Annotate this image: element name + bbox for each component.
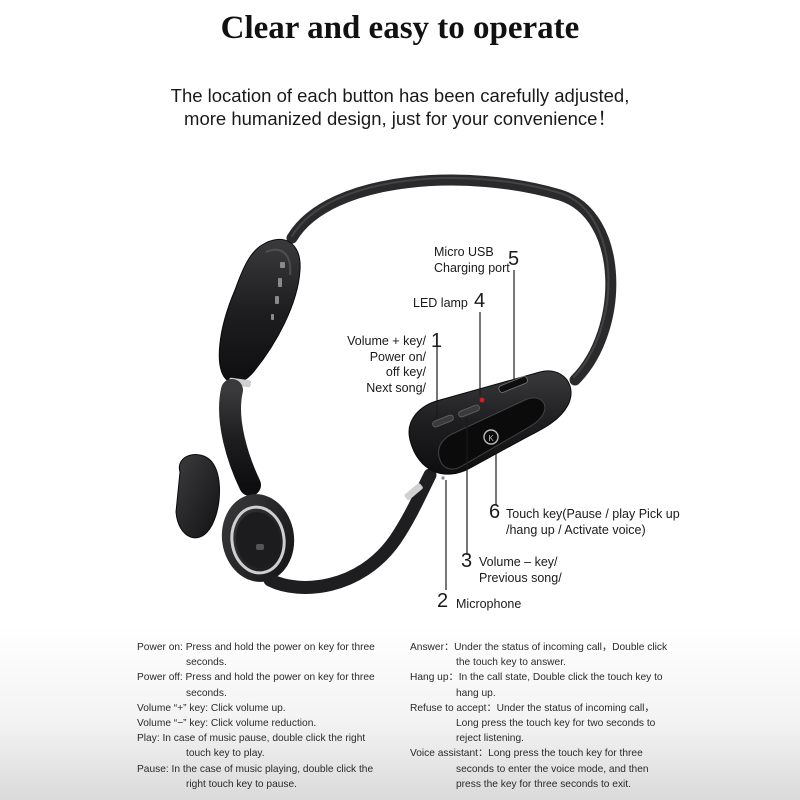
callout-mic: Microphone xyxy=(456,597,522,611)
regulatory-markings xyxy=(271,262,285,320)
callout-usb: Micro USB Charging port xyxy=(434,245,510,275)
callout-touch: Touch key(Pause / play Pick up /hang up … xyxy=(506,507,680,537)
microphone-hole xyxy=(441,476,445,480)
subtitle-line-1: The location of each button has been car… xyxy=(170,85,630,106)
volume-down-key xyxy=(458,404,480,418)
instruction-volume-up: Volume “+” key: Click volume up. xyxy=(137,702,286,714)
page-subtitle: The location of each button has been car… xyxy=(0,84,800,130)
instructions-panel: Power on: Press and hold the power on ke… xyxy=(0,625,800,800)
instruction-refuse: Refuse to accept：Under the status of inc… xyxy=(410,702,656,745)
left-arm xyxy=(219,379,261,496)
callout-led: LED lamp xyxy=(413,296,468,310)
headset-illustration: K xyxy=(175,174,617,594)
instruction-answer: Answer：Under the status of incoming call… xyxy=(410,642,668,669)
callout-volume-down: Volume – key/ Previous song/ xyxy=(479,555,562,585)
volume-up-key xyxy=(432,414,454,428)
instruction-hang-up: Hang up：In the call state, Double click … xyxy=(410,672,663,699)
callout-volume-down-number: 3 xyxy=(461,550,473,572)
lower-band xyxy=(263,468,437,594)
instruction-power-off: Power off: Press and hold the power on k… xyxy=(137,672,375,699)
usb-port xyxy=(498,376,528,393)
instruction-voice-assistant: Voice assistant：Long press the touch key… xyxy=(410,748,649,790)
leader-lines xyxy=(436,270,515,590)
callout-usb-number: 5 xyxy=(508,248,520,270)
neckband xyxy=(286,174,617,386)
ear-hook xyxy=(175,454,220,539)
led-lamp xyxy=(479,397,485,403)
callout-led-number: 4 xyxy=(474,290,486,312)
svg-text:K: K xyxy=(488,434,494,443)
left-housing xyxy=(218,238,301,384)
subtitle-line-2: more humanized design, just for your con… xyxy=(184,108,616,129)
callout-touch-number: 6 xyxy=(489,501,501,523)
instructions-right-column: Answer：Under the status of incoming call… xyxy=(410,640,685,792)
page-title: Clear and easy to operate xyxy=(220,10,580,46)
instruction-play: Play: In case of music pause, double cli… xyxy=(137,733,366,760)
instruction-power-on: Power on: Press and hold the power on ke… xyxy=(137,642,375,669)
callout-volume-up-number: 1 xyxy=(431,330,443,352)
instruction-volume-down: Volume “−” key: Click volume reduction. xyxy=(137,718,317,730)
instruction-pause: Pause: In the case of music playing, dou… xyxy=(137,763,374,790)
callout-volume-up: Volume + key/ Power on/ off key/ Next so… xyxy=(347,334,426,395)
touch-key-panel xyxy=(438,397,546,470)
callout-mic-number: 2 xyxy=(437,590,449,612)
touch-key-logo xyxy=(483,429,499,445)
instructions-left-column: Power on: Press and hold the power on ke… xyxy=(137,640,392,792)
